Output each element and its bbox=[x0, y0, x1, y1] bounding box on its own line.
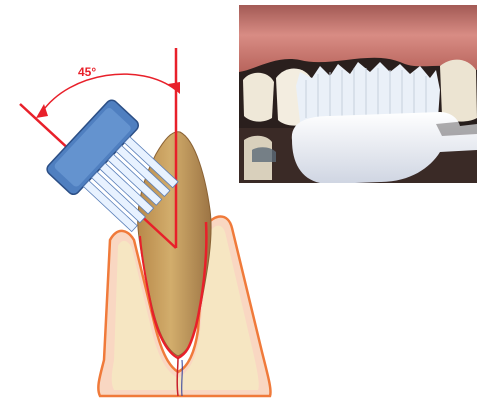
nerve bbox=[182, 360, 183, 396]
angle-label: 45° bbox=[78, 65, 96, 79]
angle-arrow-right bbox=[168, 82, 180, 94]
tooth-diagram: 45° bbox=[20, 48, 271, 396]
toothbrush-photo bbox=[239, 5, 477, 184]
root-canal bbox=[177, 358, 178, 396]
